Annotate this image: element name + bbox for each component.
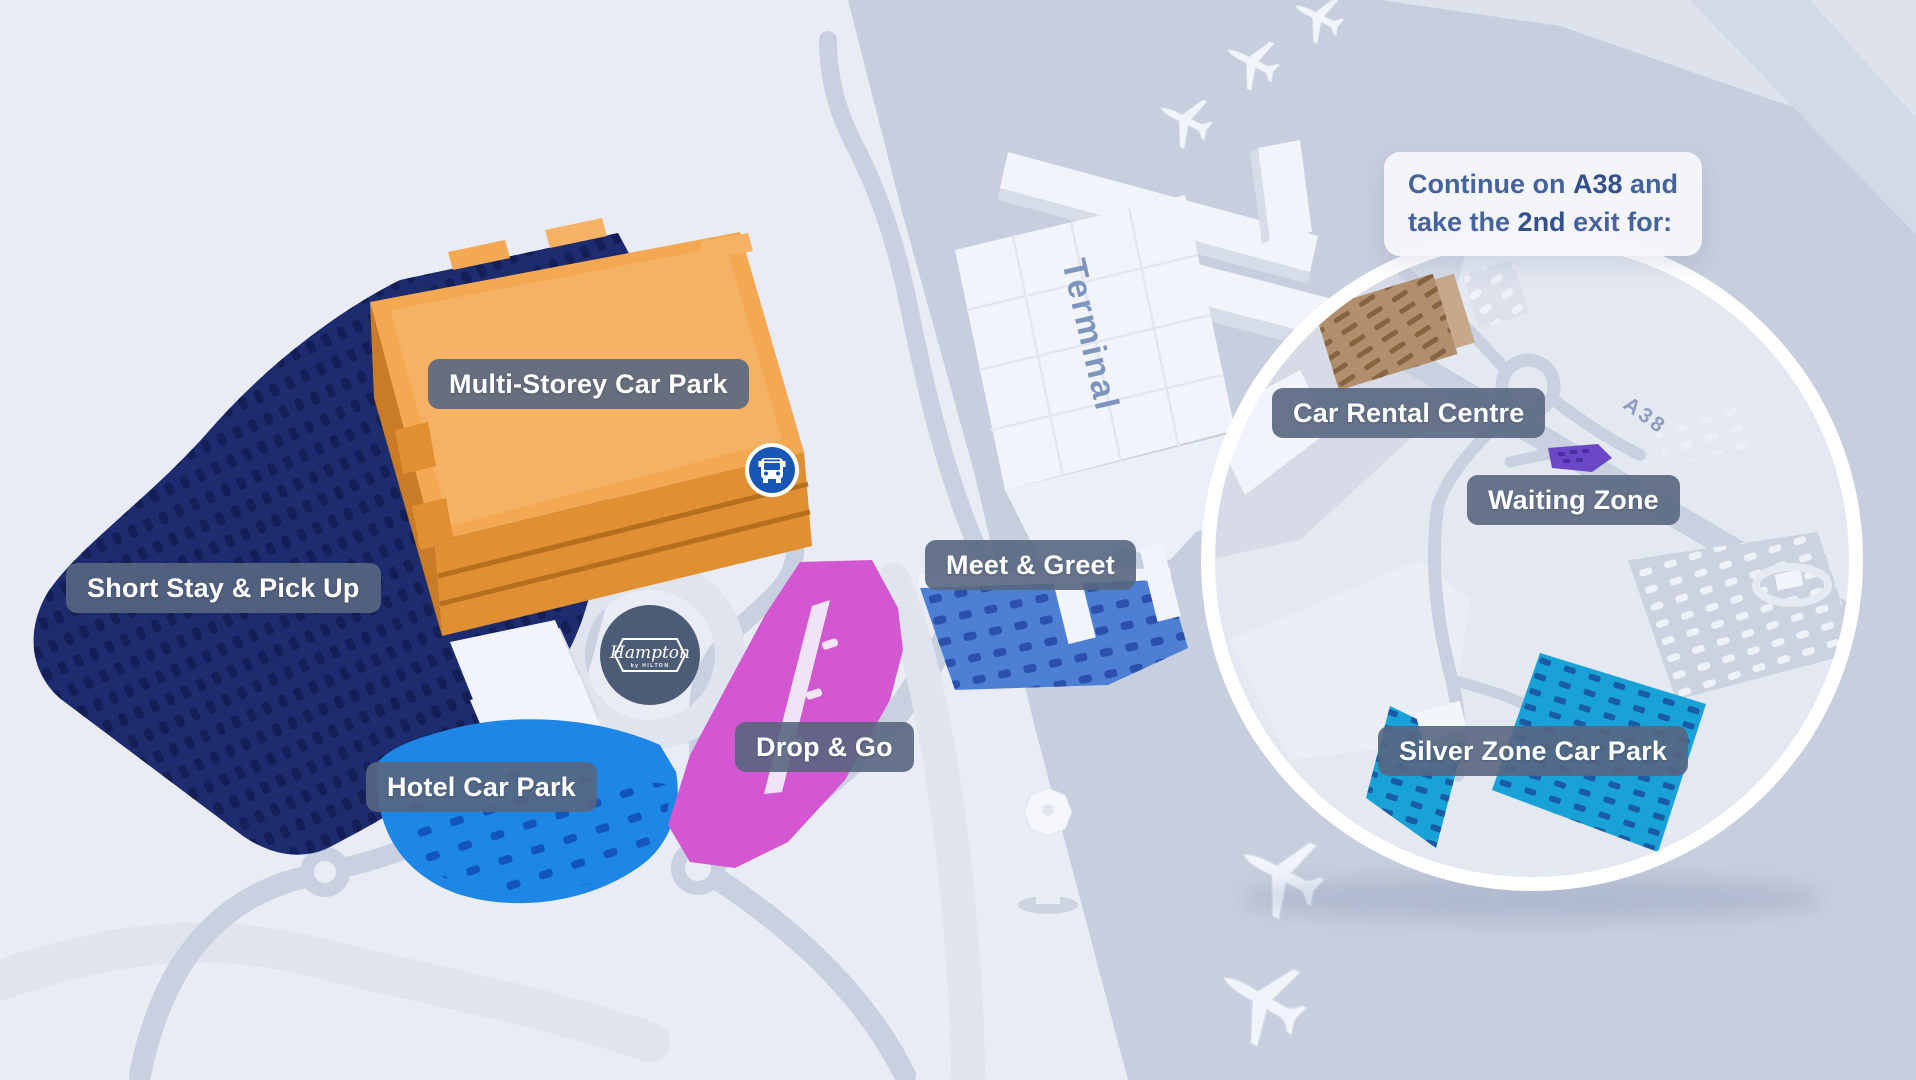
car-rental-building [1314,259,1529,391]
note-highlight-a38: A38 [1572,169,1623,199]
note-text: and [1622,169,1679,199]
label-meet-and-greet[interactable]: Meet & Greet [925,540,1136,590]
label-waiting-zone[interactable]: Waiting Zone [1467,475,1680,525]
label-short-stay-pick-up[interactable]: Short Stay & Pick Up [66,563,381,613]
hampton-hotel-logo: Hampton by HILTON [600,605,700,705]
note-highlight-2nd: 2nd [1517,207,1566,237]
note-text: Continue on [1408,169,1573,199]
svg-text:Hampton: Hampton [609,643,690,663]
label-hotel-car-park[interactable]: Hotel Car Park [366,762,597,812]
directions-note: Continue on A38 and take the 2nd exit fo… [1384,152,1703,256]
label-silver-zone-car-park[interactable]: Silver Zone Car Park [1378,726,1689,776]
note-line-1: Continue on A38 and [1408,165,1678,203]
waiting-zone-area [1548,444,1612,472]
note-text: exit for: [1565,207,1673,237]
label-car-rental-centre[interactable]: Car Rental Centre [1272,388,1546,438]
control-tower [1018,787,1078,914]
svg-text:by HILTON: by HILTON [631,663,670,669]
note-line-2: take the 2nd exit for: [1408,203,1678,241]
label-drop-and-go[interactable]: Drop & Go [735,722,914,772]
terminal-building [955,140,1452,645]
long-stay-lot [1628,400,1856,700]
bus-stop-icon[interactable] [745,443,799,497]
note-text: take the [1408,207,1518,237]
label-multi-storey-car-park[interactable]: Multi-Storey Car Park [428,359,749,409]
